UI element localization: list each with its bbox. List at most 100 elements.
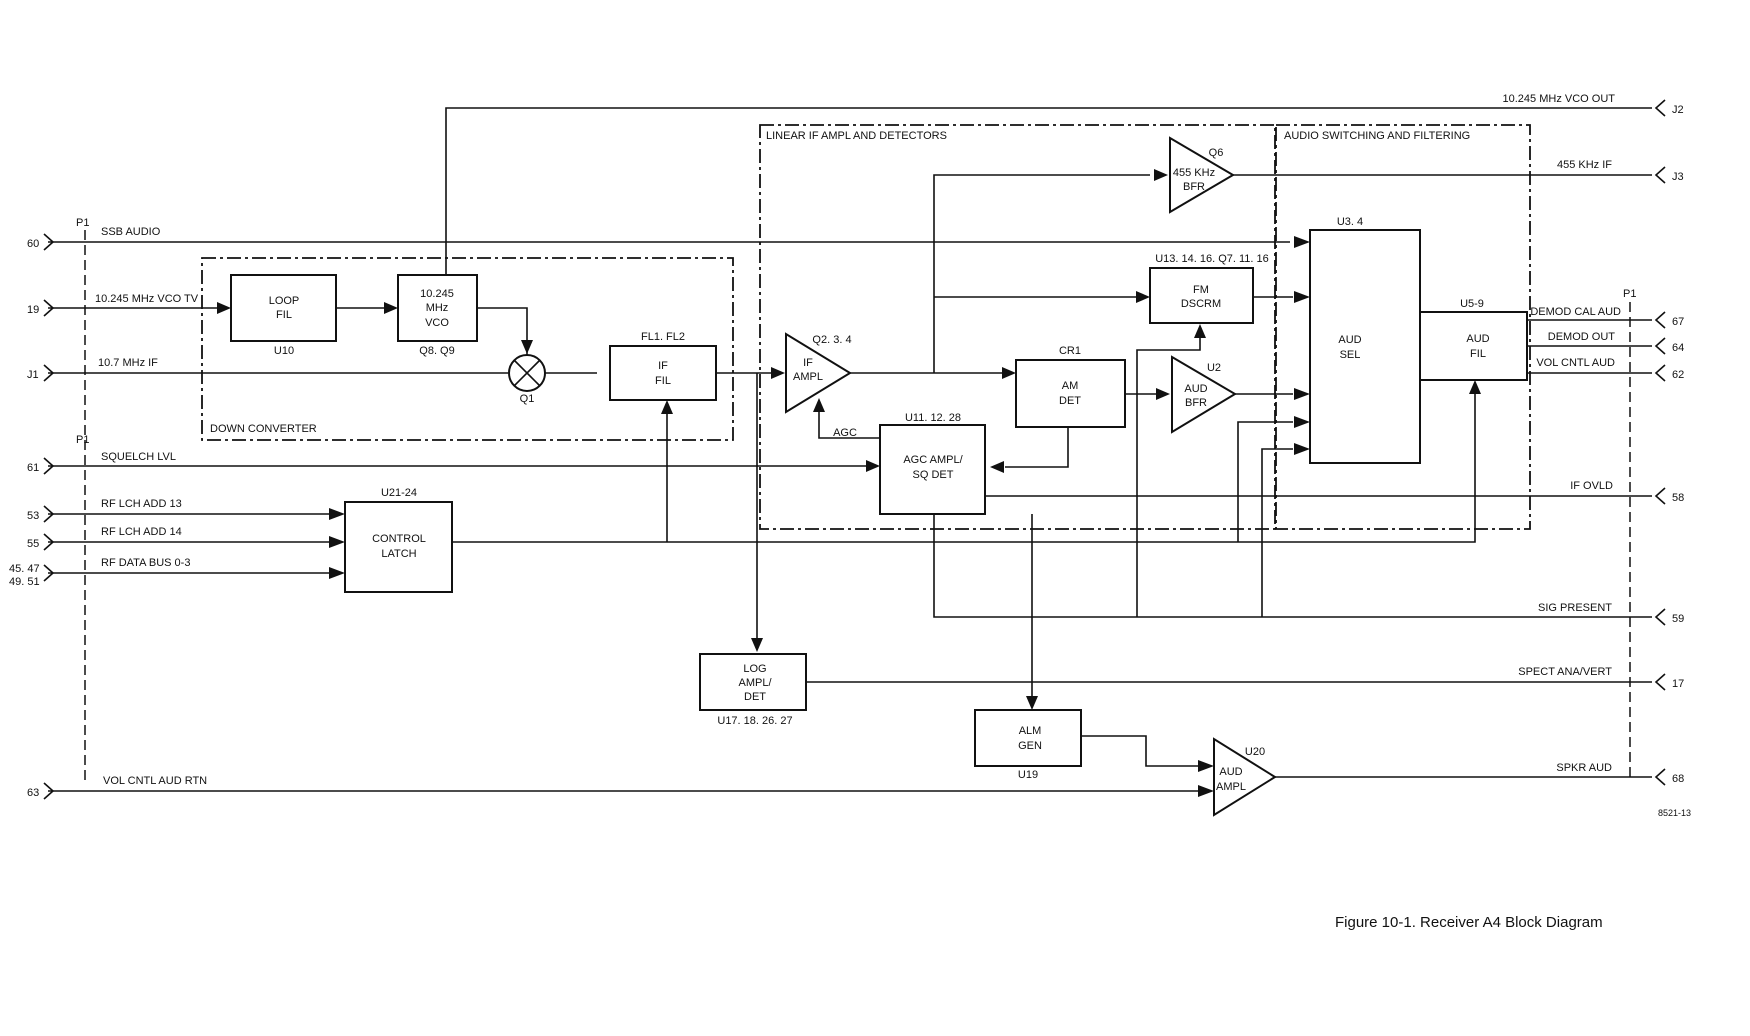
pin-17: 17 <box>1672 678 1684 690</box>
agc-ampl-label-2: SQ DET <box>913 469 954 481</box>
vco-out-label: 10.245 MHz VCO OUT <box>1503 93 1616 105</box>
aud-sel-ref: U3. 4 <box>1337 216 1363 228</box>
left-connector-chevrons <box>43 233 55 800</box>
blocks <box>230 136 1528 817</box>
vco-block <box>397 274 478 342</box>
aud-fil-block <box>1419 311 1528 381</box>
pin-49-51: 49. 51 <box>9 576 40 588</box>
if-ampl-label-2: AMPL <box>793 371 823 383</box>
section-labels: DOWN CONVERTER LINEAR IF AMPL AND DETECT… <box>210 130 1470 435</box>
fm-dscrm-label-1: FM <box>1193 284 1209 296</box>
pin-60: 60 <box>27 238 39 250</box>
alm-gen-block <box>974 709 1082 767</box>
pin-63: 63 <box>27 787 39 799</box>
pin-j2: J2 <box>1672 104 1684 116</box>
block-labels: LOOP FIL U10 10.245 MHz VCO Q8. Q9 Q1 IF… <box>269 147 1490 793</box>
section-borders <box>84 124 1631 780</box>
linear-if-section <box>759 124 1276 530</box>
aud-ampl-label-1: AUD <box>1219 766 1242 778</box>
rf-lch-13-label: RF LCH ADD 13 <box>101 498 182 510</box>
rf-lch-14-label: RF LCH ADD 14 <box>101 526 182 538</box>
fm-dscrm-label-2: DSCRM <box>1181 298 1221 310</box>
pin-62: 62 <box>1672 369 1684 381</box>
demod-out-label: DEMOD OUT <box>1548 331 1616 343</box>
control-latch-block <box>344 501 453 593</box>
log-ampl-ref: U17. 18. 26. 27 <box>717 715 792 727</box>
control-latch-ref: U21-24 <box>381 487 417 499</box>
p1-left-mid: P1 <box>76 434 89 446</box>
pin-j3: J3 <box>1672 171 1684 183</box>
p1-left-top: P1 <box>76 217 89 229</box>
pin-58: 58 <box>1672 492 1684 504</box>
fm-dscrm-ref: U13. 14. 16. Q7. 11. 16 <box>1155 253 1269 265</box>
aud-bfr-label-2: BFR <box>1185 397 1207 409</box>
bfr-455-label-2: BFR <box>1183 181 1205 193</box>
aud-bfr-triangle <box>1171 355 1237 434</box>
aud-fil-ref: U5-9 <box>1460 298 1484 310</box>
aud-fil-label-2: FIL <box>1470 348 1486 360</box>
pin-55: 55 <box>27 538 39 550</box>
agc-ampl-label-1: AGC AMPL/ <box>903 454 963 466</box>
alm-gen-label-2: GEN <box>1018 740 1042 752</box>
audio-switching-section <box>1275 124 1531 530</box>
pin-61: 61 <box>27 462 39 474</box>
control-latch-label-2: LATCH <box>381 548 416 560</box>
bfr-455-ref: Q6 <box>1209 147 1224 159</box>
pin-labels: 60 19 J1 61 53 55 45. 47 49. 51 63 P1 P1… <box>9 104 1684 799</box>
aud-bfr-label-1: AUD <box>1184 383 1207 395</box>
pin-64: 64 <box>1672 342 1684 354</box>
bfr-455-label-1: 455 KHz <box>1173 167 1215 179</box>
p1-right: P1 <box>1623 288 1636 300</box>
alm-gen-ref: U19 <box>1018 769 1038 781</box>
aud-ampl-label-2: AMPL <box>1216 781 1246 793</box>
loop-fil-label-1: LOOP <box>269 295 300 307</box>
pin-68: 68 <box>1672 773 1684 785</box>
fm-dscrm-block <box>1149 267 1254 324</box>
if-10-7-label: 10.7 MHz IF <box>98 357 158 369</box>
loop-fil-label-2: FIL <box>276 309 292 321</box>
bfr-455-triangle <box>1169 136 1235 214</box>
wires <box>48 107 1652 792</box>
aud-ampl-triangle <box>1213 737 1277 817</box>
aud-sel-label-2: SEL <box>1340 349 1361 361</box>
down-converter-section <box>201 257 734 441</box>
pin-67: 67 <box>1672 316 1684 328</box>
aud-sel-block <box>1309 229 1421 464</box>
if-fil-block <box>609 345 717 401</box>
aud-fil-label-1: AUD <box>1466 333 1489 345</box>
squelch-lvl-label: SQUELCH LVL <box>101 451 176 463</box>
pin-53: 53 <box>27 510 39 522</box>
vco-ref: Q8. Q9 <box>419 345 454 357</box>
down-converter-label: DOWN CONVERTER <box>210 423 317 435</box>
vco-label-2: MHz <box>426 302 449 314</box>
arrow-heads <box>217 169 1481 797</box>
if-fil-ref: FL1. FL2 <box>641 331 685 343</box>
demod-cal-aud-label: DEMOD CAL AUD <box>1530 306 1621 318</box>
pin-59: 59 <box>1672 613 1684 625</box>
log-ampl-block <box>699 653 807 711</box>
sig-present-label: SIG PRESENT <box>1538 602 1612 614</box>
signal-labels: SSB AUDIO 10.245 MHz VCO TV 10.7 MHz IF … <box>95 93 1621 787</box>
am-det-ref: CR1 <box>1059 345 1081 357</box>
log-ampl-label-2: AMPL/ <box>738 677 772 689</box>
vol-cntl-aud-rtn-label: VOL CNTL AUD RTN <box>103 775 207 787</box>
if-455-label: 455 KHz IF <box>1557 159 1612 171</box>
drawing-number: 8521-13 <box>1658 808 1691 818</box>
linear-if-label: LINEAR IF AMPL AND DETECTORS <box>766 130 947 142</box>
log-ampl-label-1: LOG <box>743 663 766 675</box>
right-connector-chevrons <box>1654 99 1666 786</box>
if-ampl-label-1: IF <box>803 357 813 369</box>
agc-ampl-block <box>879 424 986 515</box>
aud-sel-label-1: AUD <box>1338 334 1361 346</box>
loop-fil-block <box>230 274 337 342</box>
rf-data-bus-label: RF DATA BUS 0-3 <box>101 557 190 569</box>
agc-label: AGC <box>833 427 857 439</box>
pin-19: 19 <box>27 304 39 316</box>
am-det-block <box>1015 359 1126 428</box>
loop-fil-ref: U10 <box>274 345 294 357</box>
vco-label-3: VCO <box>425 317 449 329</box>
pin-j1: J1 <box>27 369 39 381</box>
pin-45-47: 45. 47 <box>9 563 40 575</box>
figure-caption: Figure 10-1. Receiver A4 Block Diagram <box>1335 914 1603 931</box>
aud-bfr-ref: U2 <box>1207 362 1221 374</box>
